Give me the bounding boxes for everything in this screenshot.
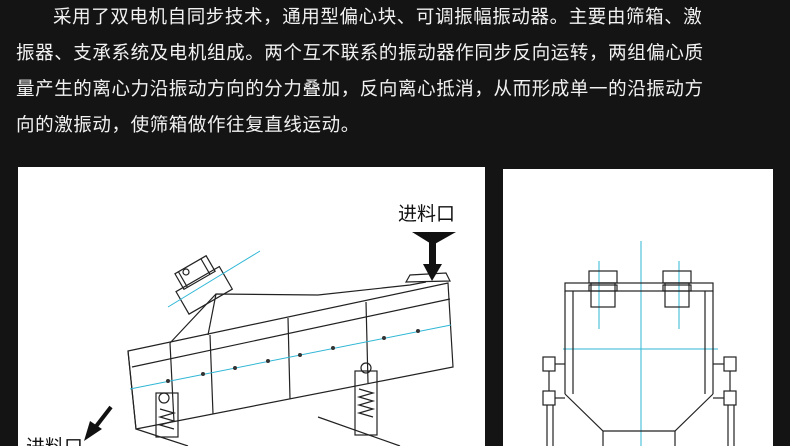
inlet-arrow xyxy=(412,232,456,281)
feed-hopper xyxy=(404,272,451,283)
discharge-hopper xyxy=(564,393,714,432)
spring-mount-right-top xyxy=(723,356,737,372)
motor-right xyxy=(662,270,692,308)
side-view-diagram: 进料口 进料口 xyxy=(18,167,485,446)
screen-box xyxy=(127,282,454,430)
description-paragraph: 采用了双电机自同步技术，通用型偏心块、可调振幅振动器。主要由筛箱、激 振器、支承… xyxy=(16,0,776,144)
inlet-label: 进料口 xyxy=(398,203,455,225)
outlet-label: 进料口 xyxy=(26,436,83,446)
top-cover xyxy=(169,281,427,344)
outlet-arrow xyxy=(84,405,113,441)
paragraph-line-3: 量产生的离心力沿振动方向的分力叠加，反向离心抵消，从而形成单一的沿振动方 xyxy=(16,79,704,100)
motor-base-plate xyxy=(564,282,714,292)
support-leg-right xyxy=(354,370,378,436)
end-view-svg xyxy=(542,241,737,446)
spring-mount-left-top xyxy=(542,356,556,372)
support-leg-left xyxy=(155,392,179,438)
paragraph-line-4: 向的激振动，使筛箱做作往复直线运动。 xyxy=(16,115,360,136)
exciter-motor xyxy=(174,254,234,315)
end-view-diagram xyxy=(503,169,773,446)
paragraph-line-1: 采用了双电机自同步技术，通用型偏心块、可调振幅振动器。主要由筛箱、激 xyxy=(53,7,703,28)
stiffener xyxy=(169,342,175,423)
side-view-svg: 进料口 进料口 xyxy=(26,203,456,446)
motor-left xyxy=(588,270,618,308)
paragraph-line-2: 振器、支承系统及电机组成。两个互不联系的振动器作同步反向运转，两组偏心质 xyxy=(16,43,704,64)
